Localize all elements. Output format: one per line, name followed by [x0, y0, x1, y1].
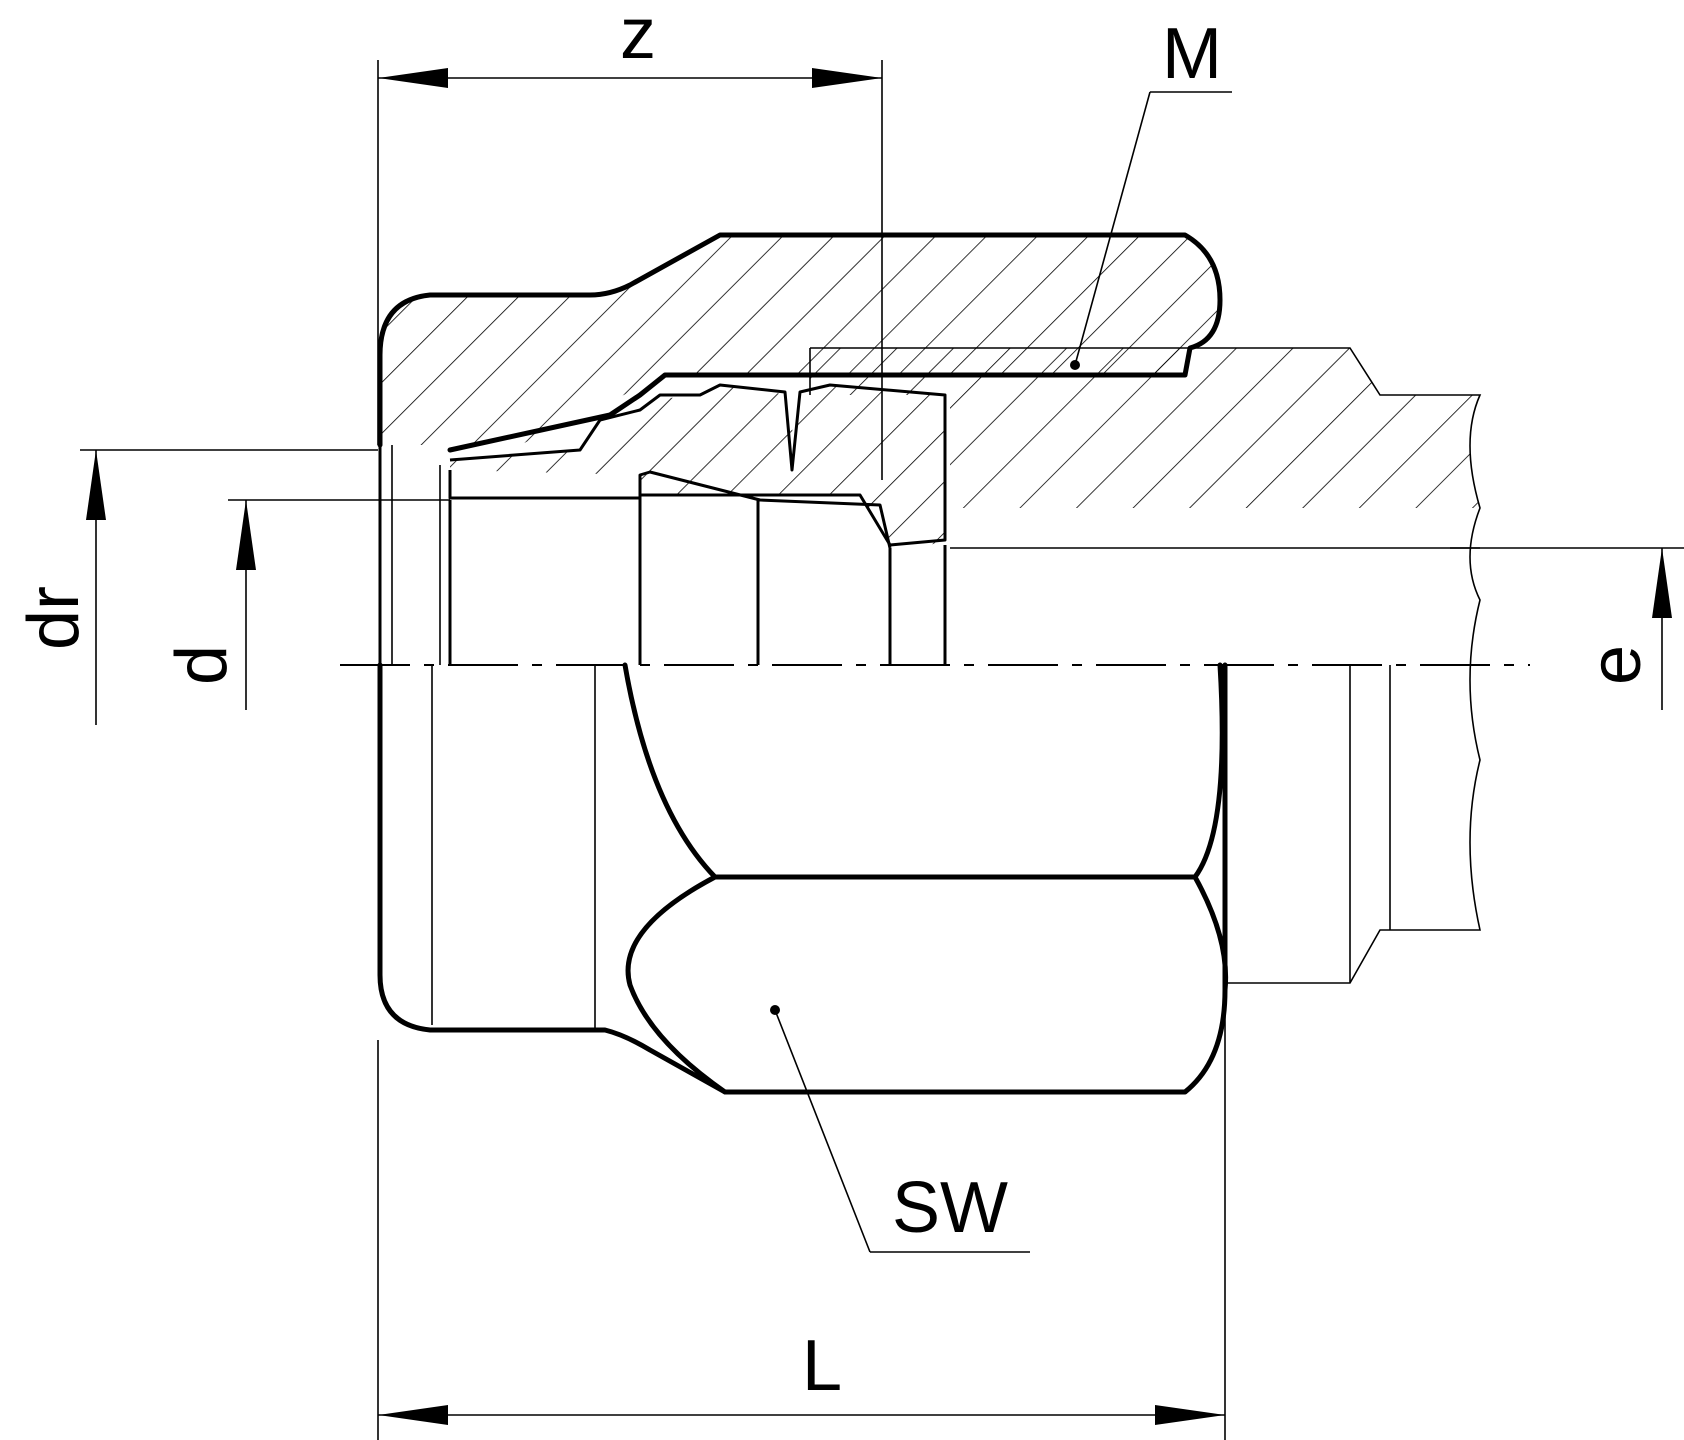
- arrow-head: [86, 450, 106, 520]
- nut-outline-top: [377, 232, 1223, 453]
- hex-curve-lower: [625, 874, 1229, 1095]
- arrow-head: [378, 68, 448, 88]
- leader-dot: [1070, 360, 1080, 370]
- arrow-head: [236, 500, 256, 570]
- hex-curve-upper: [622, 662, 1225, 880]
- label-SW: SW: [892, 1168, 1008, 1248]
- insert-inner-step: [448, 470, 892, 549]
- label-d: d: [162, 645, 242, 685]
- label-dr: dr: [14, 586, 94, 650]
- nut-outline-bottom: [377, 662, 1228, 1095]
- pipe-wall-hatch: [810, 348, 1480, 508]
- label-M: M: [1162, 14, 1222, 94]
- pipe-outline: [810, 347, 1482, 984]
- insert-outline: [449, 383, 947, 547]
- label-e: e: [1576, 645, 1656, 685]
- arrow-head: [1155, 1405, 1225, 1425]
- leader-line-SW: [774, 1009, 871, 1253]
- arrow-head: [812, 68, 882, 88]
- label-L: L: [802, 1326, 842, 1406]
- label-z: z: [620, 0, 656, 74]
- nut-section-hatch: [380, 235, 1220, 445]
- insert-ring-hatch: [450, 385, 945, 545]
- arrow-head: [1652, 548, 1672, 618]
- leader-line-M: [1074, 91, 1151, 366]
- arrow-head: [378, 1405, 448, 1425]
